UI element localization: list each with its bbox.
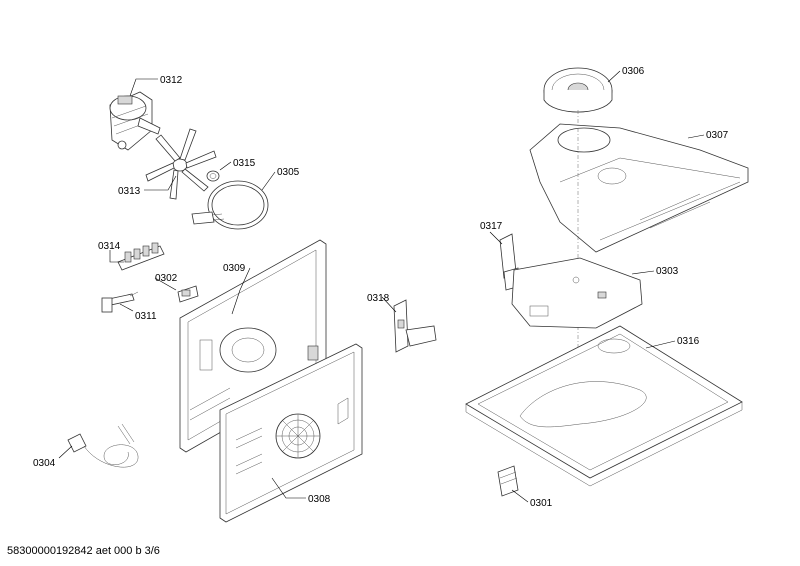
part-bracket [393, 299, 437, 353]
part-ring-heater [191, 180, 269, 230]
part-terminal-block [117, 242, 165, 271]
label-0307: 0307 [706, 130, 729, 141]
label-0315: 0315 [233, 158, 256, 169]
label-0313: 0313 [118, 186, 141, 197]
label-0318: 0318 [367, 293, 390, 304]
part-fan-wheel [145, 128, 217, 200]
document-reference: 58300000192842 aet 000 b 3/6 [7, 545, 160, 557]
label-0305: 0305 [277, 167, 300, 178]
part-fan-motor [109, 91, 161, 151]
part-rear-wall [179, 239, 327, 453]
leader-lines [58, 70, 705, 503]
label-0312: 0312 [160, 75, 183, 86]
label-0302: 0302 [155, 273, 178, 284]
part-base-frame [465, 325, 743, 487]
part-connector [497, 465, 519, 497]
part-labels: 0312 0313 0315 0305 0314 0302 0309 0311 … [33, 66, 729, 509]
label-0308: 0308 [308, 494, 331, 505]
label-0309: 0309 [223, 263, 246, 274]
label-0303: 0303 [656, 266, 679, 277]
part-back-panel [219, 343, 363, 523]
label-0314: 0314 [98, 241, 121, 252]
label-0304: 0304 [33, 458, 56, 469]
part-sensor [101, 291, 139, 313]
part-cover-plate [511, 257, 643, 329]
part-fan-cover [543, 67, 613, 113]
label-0316: 0316 [677, 336, 700, 347]
label-0306: 0306 [622, 66, 645, 77]
part-housing [529, 123, 749, 253]
part-nut [206, 170, 220, 182]
label-0311: 0311 [135, 311, 157, 322]
part-power-cord [67, 423, 139, 468]
label-0317: 0317 [480, 221, 503, 232]
part-switch [177, 285, 199, 303]
label-0301: 0301 [530, 498, 553, 509]
